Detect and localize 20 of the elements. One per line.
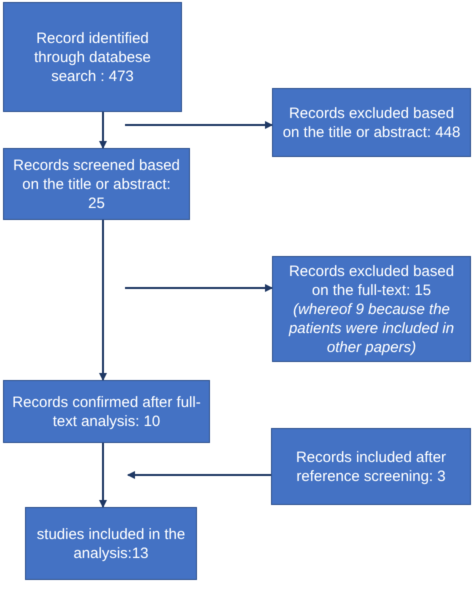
process-box [271, 428, 471, 505]
box-text: studies included in the analysis:13 [36, 524, 186, 562]
box-text: Record identified through databese search : 473 [33, 28, 152, 86]
box-text: Records excluded based on the full-text: 15 (whereof 9 because the patients were included in other papers) [288, 262, 456, 356]
process-box [272, 256, 471, 362]
process-box [3, 148, 190, 220]
arrow [99, 112, 107, 149]
arrow [99, 443, 107, 508]
arrow [125, 284, 273, 292]
process-box [3, 380, 210, 443]
box-text: Records screened based on the title or abstract: 25 [12, 156, 181, 212]
arrow [127, 471, 271, 479]
process-box [3, 2, 182, 112]
box-text: Records included after reference screening: 3 [294, 448, 448, 486]
box-text: Records excluded based on the title or abstract: 448 [282, 104, 462, 142]
process-box [25, 507, 197, 580]
process-box [272, 88, 471, 157]
box-text: Records confirmed after full-text analysis: 10 [12, 392, 201, 430]
arrow [99, 220, 107, 381]
arrow [125, 121, 273, 129]
